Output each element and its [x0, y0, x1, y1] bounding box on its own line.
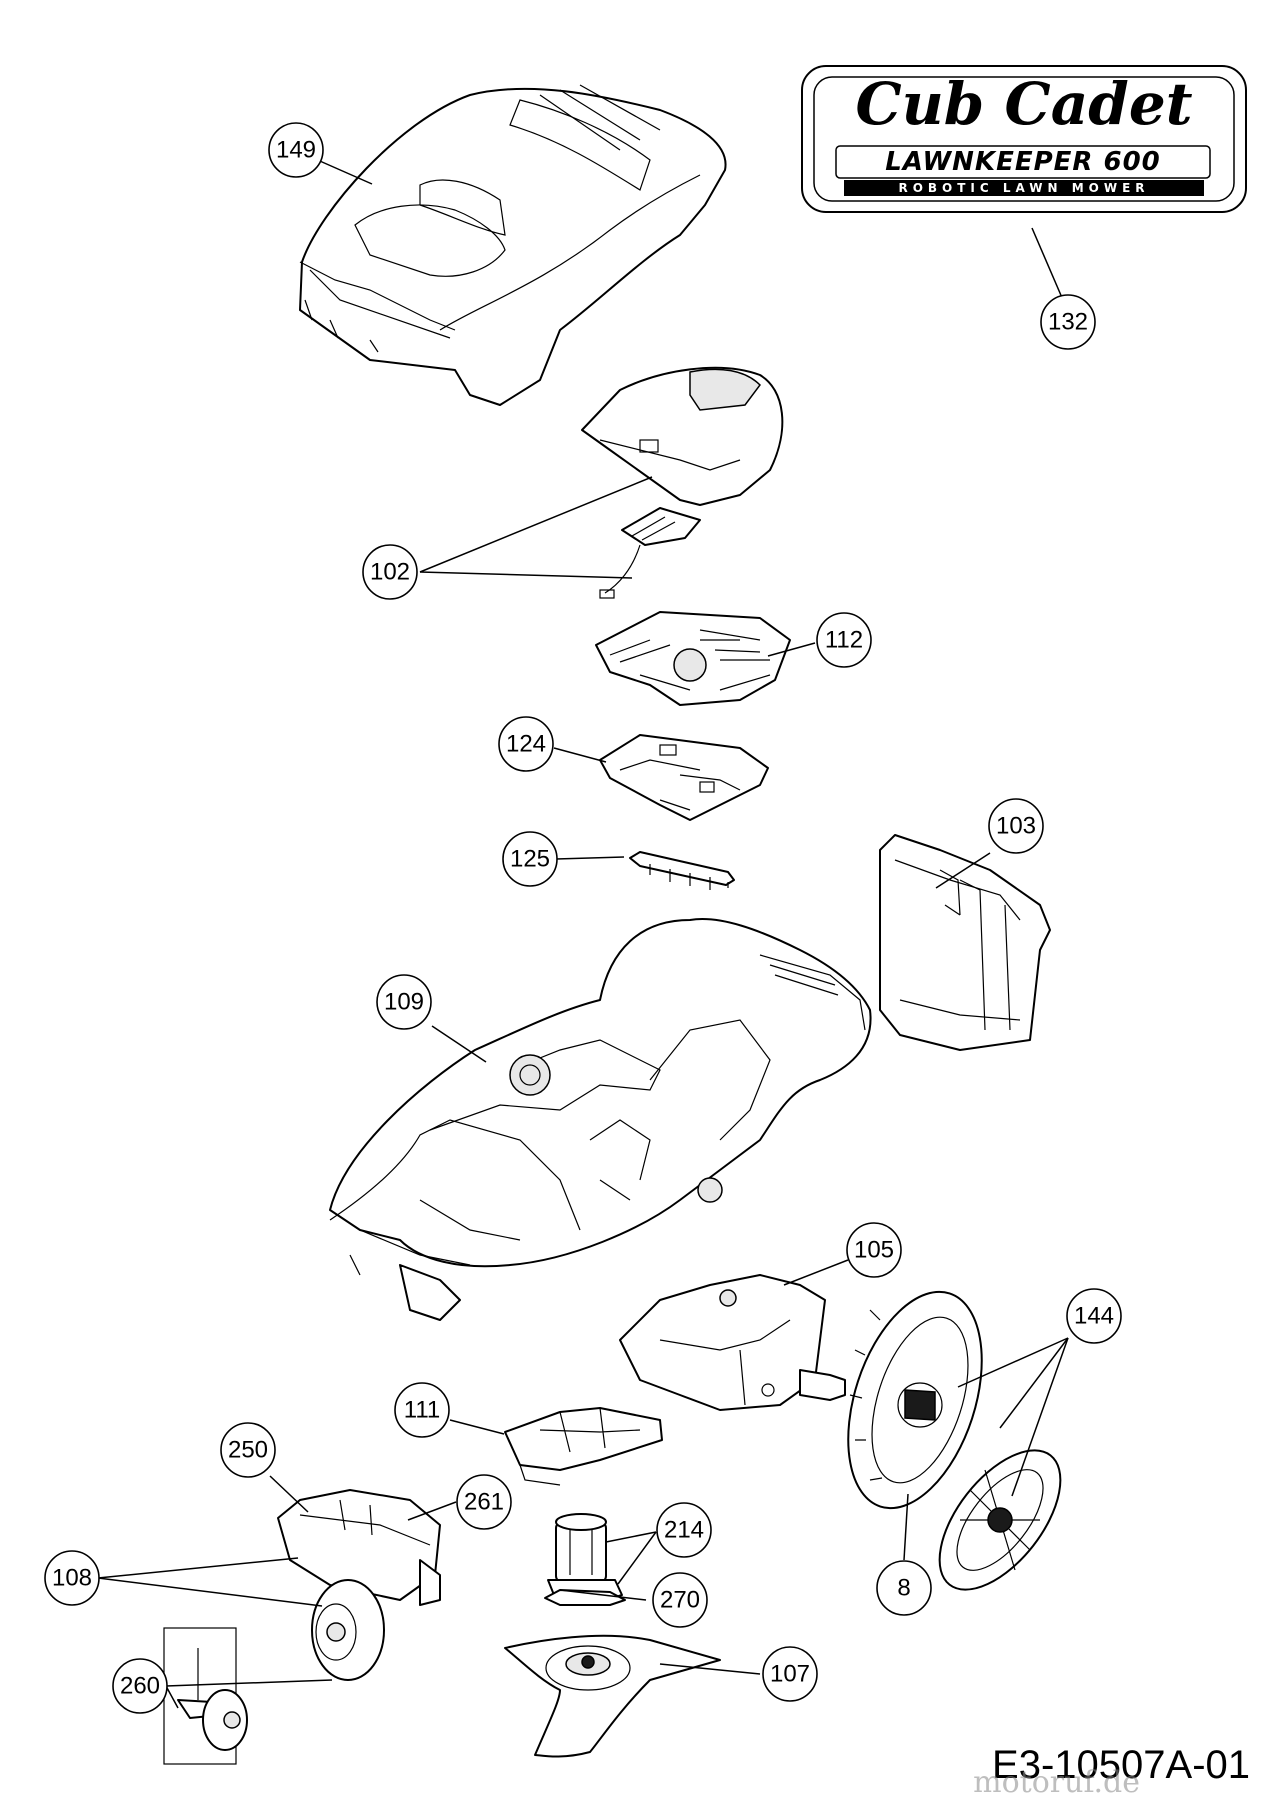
- callout-111-label: 111: [404, 1397, 440, 1424]
- callout-112-label: 112: [825, 627, 863, 654]
- display-housing-part: [581, 366, 784, 599]
- callout-8-label: 8: [897, 1575, 910, 1602]
- callout-214: 214: [656, 1502, 712, 1558]
- battery-housing-part: [879, 834, 1051, 1051]
- callout-105: 105: [846, 1222, 902, 1278]
- callout-149: 149: [268, 122, 324, 178]
- leader-lines: [97, 157, 1069, 1709]
- caster-inset-part: [163, 1627, 248, 1765]
- motor-gearbox-part: [619, 1274, 846, 1411]
- callout-260: 260: [112, 1658, 168, 1714]
- callout-109: 109: [376, 974, 432, 1030]
- callout-107-label: 107: [770, 1661, 810, 1688]
- mount-bracket-part: [504, 1407, 663, 1486]
- callout-144: 144: [1066, 1288, 1122, 1344]
- callout-260-label: 260: [120, 1673, 160, 1700]
- callout-102: 102: [362, 544, 418, 600]
- callout-270: 270: [652, 1572, 708, 1628]
- callout-261-label: 261: [464, 1489, 504, 1516]
- callout-124-label: 124: [506, 731, 546, 758]
- callout-8: 8: [876, 1560, 932, 1616]
- logo-plate: Cub Cadet LAWNKEEPER 600 ROBOTIC LAWN MO…: [801, 65, 1247, 213]
- watermark-text: motoruf.de: [973, 1765, 1140, 1800]
- tray-part: [599, 734, 769, 821]
- callout-102-label: 102: [370, 559, 410, 586]
- callout-250-label: 250: [228, 1437, 268, 1464]
- callout-105-label: 105: [854, 1237, 894, 1264]
- logo-brand-text: Cub Cadet: [855, 70, 1192, 138]
- callout-144-label: 144: [1074, 1303, 1114, 1330]
- top-cover-part: [299, 84, 727, 406]
- rear-wheel-part: [847, 1290, 1062, 1591]
- blade-motor-part: [544, 1513, 626, 1606]
- callout-132-label: 132: [1048, 309, 1088, 336]
- callout-103-label: 103: [996, 813, 1036, 840]
- callout-261: 261: [456, 1474, 512, 1530]
- bracket-part: [629, 851, 735, 890]
- callout-108: 108: [44, 1550, 100, 1606]
- front-wheel-assembly-part: [277, 1489, 441, 1681]
- callout-270-label: 270: [660, 1587, 700, 1614]
- blade-disc-part: [504, 1634, 721, 1758]
- callout-107: 107: [762, 1646, 818, 1702]
- callout-132: 132: [1040, 294, 1096, 350]
- callout-125-label: 125: [510, 846, 550, 873]
- callout-112: 112: [816, 612, 872, 668]
- callout-111: 111: [394, 1382, 450, 1438]
- logo-subtitle-text: ROBOTIC LAWN MOWER: [898, 181, 1149, 195]
- callout-250: 250: [220, 1422, 276, 1478]
- pcb-board-part: [595, 611, 791, 706]
- callout-149-label: 149: [276, 137, 316, 164]
- callout-125: 125: [502, 831, 558, 887]
- chassis-part: [329, 918, 872, 1321]
- callout-108-label: 108: [52, 1565, 92, 1592]
- callout-103: 103: [988, 798, 1044, 854]
- drawing-number: E3-10507A-01: [992, 1743, 1250, 1787]
- logo-model-text: LAWNKEEPER 600: [885, 147, 1161, 177]
- callout-124: 124: [498, 716, 554, 772]
- callout-109-label: 109: [384, 989, 424, 1016]
- callout-214-label: 214: [664, 1517, 704, 1544]
